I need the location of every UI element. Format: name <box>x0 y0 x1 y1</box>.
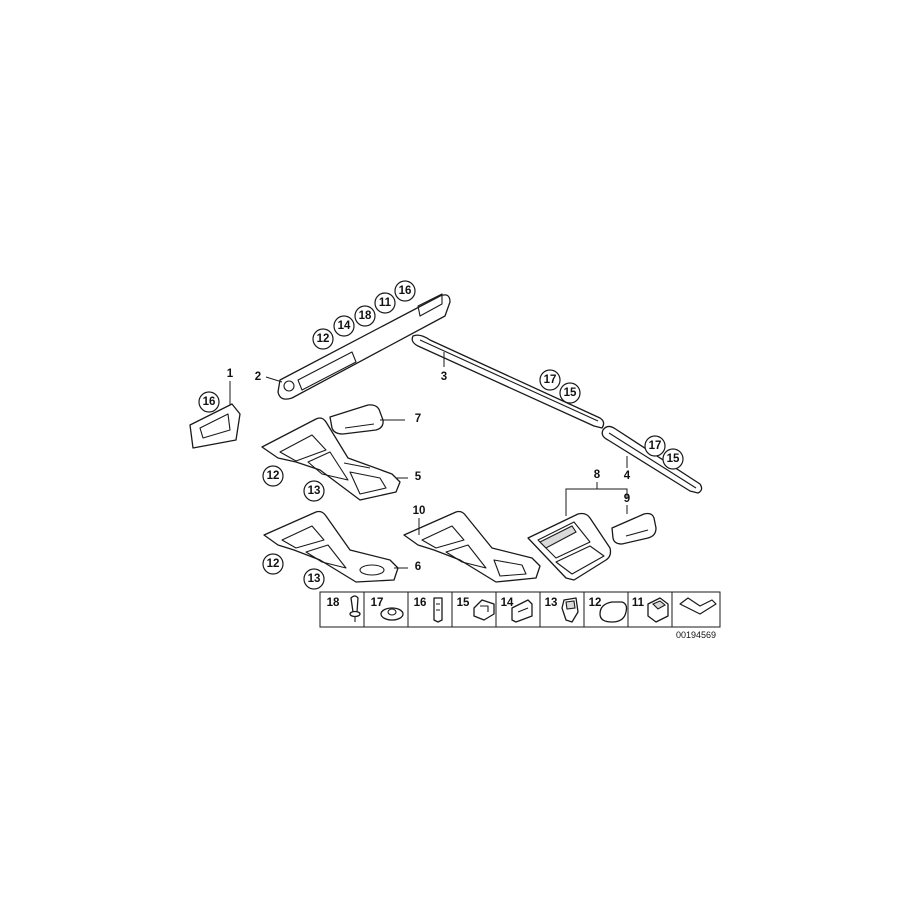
bubble-dash-trim-2: 18 <box>359 310 372 322</box>
callout-6: 6 <box>415 561 421 573</box>
legend-cell-13: 13 <box>545 597 579 623</box>
pad-icon <box>599 601 628 623</box>
callout-10: 10 <box>413 505 426 517</box>
bracket-clip-icon <box>511 599 533 623</box>
bubble-left-trim-0: 16 <box>203 396 216 408</box>
small-parts-legend: 18 17 16 15 <box>319 591 721 640</box>
legend-cell-arrow <box>679 597 717 615</box>
legend-cell-14: 14 <box>501 597 533 623</box>
bubble-strip4-1: 15 <box>667 453 680 465</box>
bubble-dash-trim-0: 12 <box>317 333 330 345</box>
part-9-rear-cover: 9 <box>611 493 657 545</box>
part-10-console-trim: 10 <box>403 505 541 583</box>
bubble-group-console5: 12 13 <box>262 465 325 502</box>
part-4-rear-strip: 4 <box>601 425 703 494</box>
bubble-strip3-1: 15 <box>564 387 577 399</box>
bubble-strip4-0: 17 <box>649 440 662 452</box>
legend-label-11: 11 <box>632 597 645 609</box>
legend-cell-18: 18 <box>327 595 361 622</box>
legend-label-14: 14 <box>501 597 514 609</box>
bubble-group-left-trim: 16 <box>198 391 220 413</box>
part-6-console-trim: 6 <box>263 510 421 583</box>
legend-label-17: 17 <box>371 597 384 609</box>
bubble-console6-1: 13 <box>308 573 321 585</box>
part-8-rear-frame: 8 <box>527 469 628 581</box>
legend-label-16: 16 <box>414 597 427 609</box>
spring-clip-icon <box>433 597 443 623</box>
callout-3: 3 <box>441 371 447 383</box>
clip-nut-icon <box>647 597 669 623</box>
part-1-left-trim: 1 <box>189 368 241 449</box>
drawing-number: 00194569 <box>676 630 716 640</box>
expanding-nut-icon <box>473 599 495 621</box>
legend-label-13: 13 <box>545 597 558 609</box>
callout-5: 5 <box>415 471 422 483</box>
bubble-dash-trim-1: 14 <box>338 320 351 332</box>
legend-cell-11: 11 <box>632 597 669 623</box>
callout-9: 9 <box>624 493 630 505</box>
legend-cell-17: 17 <box>371 597 404 621</box>
legend-cell-15: 15 <box>457 597 495 621</box>
legend-label-18: 18 <box>327 597 340 609</box>
bubble-console5-1: 13 <box>308 485 321 497</box>
bubble-group-dash-trim: 12 14 18 11 16 <box>312 280 416 350</box>
legend-cell-16: 16 <box>414 597 443 623</box>
assortment-arrow-icon <box>679 597 717 615</box>
legend-label-12: 12 <box>589 597 602 609</box>
push-pin-icon <box>349 595 361 622</box>
legend-cell-12: 12 <box>589 597 628 623</box>
clip-washer-icon <box>380 607 404 621</box>
part-7-cover: 7 <box>329 404 421 435</box>
callout-7: 7 <box>415 413 421 425</box>
bubble-dash-trim-3: 11 <box>379 297 392 309</box>
bubble-group-console6: 12 13 <box>262 553 325 590</box>
bubble-group-strip4: 17 15 <box>644 435 684 470</box>
part-2-dashboard-trim: 2 <box>255 293 451 400</box>
part-5-console-trim: 5 <box>261 417 422 501</box>
callout-4: 4 <box>624 470 631 482</box>
bubble-strip3-0: 17 <box>544 374 557 386</box>
callout-8: 8 <box>594 469 601 481</box>
sheet-clip-icon <box>561 597 579 623</box>
bubble-console6-0: 12 <box>267 558 280 570</box>
bubble-dash-trim-4: 16 <box>399 285 412 297</box>
callout-1: 1 <box>227 368 234 380</box>
legend-label-15: 15 <box>457 597 470 609</box>
part-3-door-strip: 3 <box>411 334 605 429</box>
bubble-console5-0: 12 <box>267 470 280 482</box>
callout-2: 2 <box>255 371 261 383</box>
bubble-group-strip3: 17 15 <box>539 369 581 404</box>
